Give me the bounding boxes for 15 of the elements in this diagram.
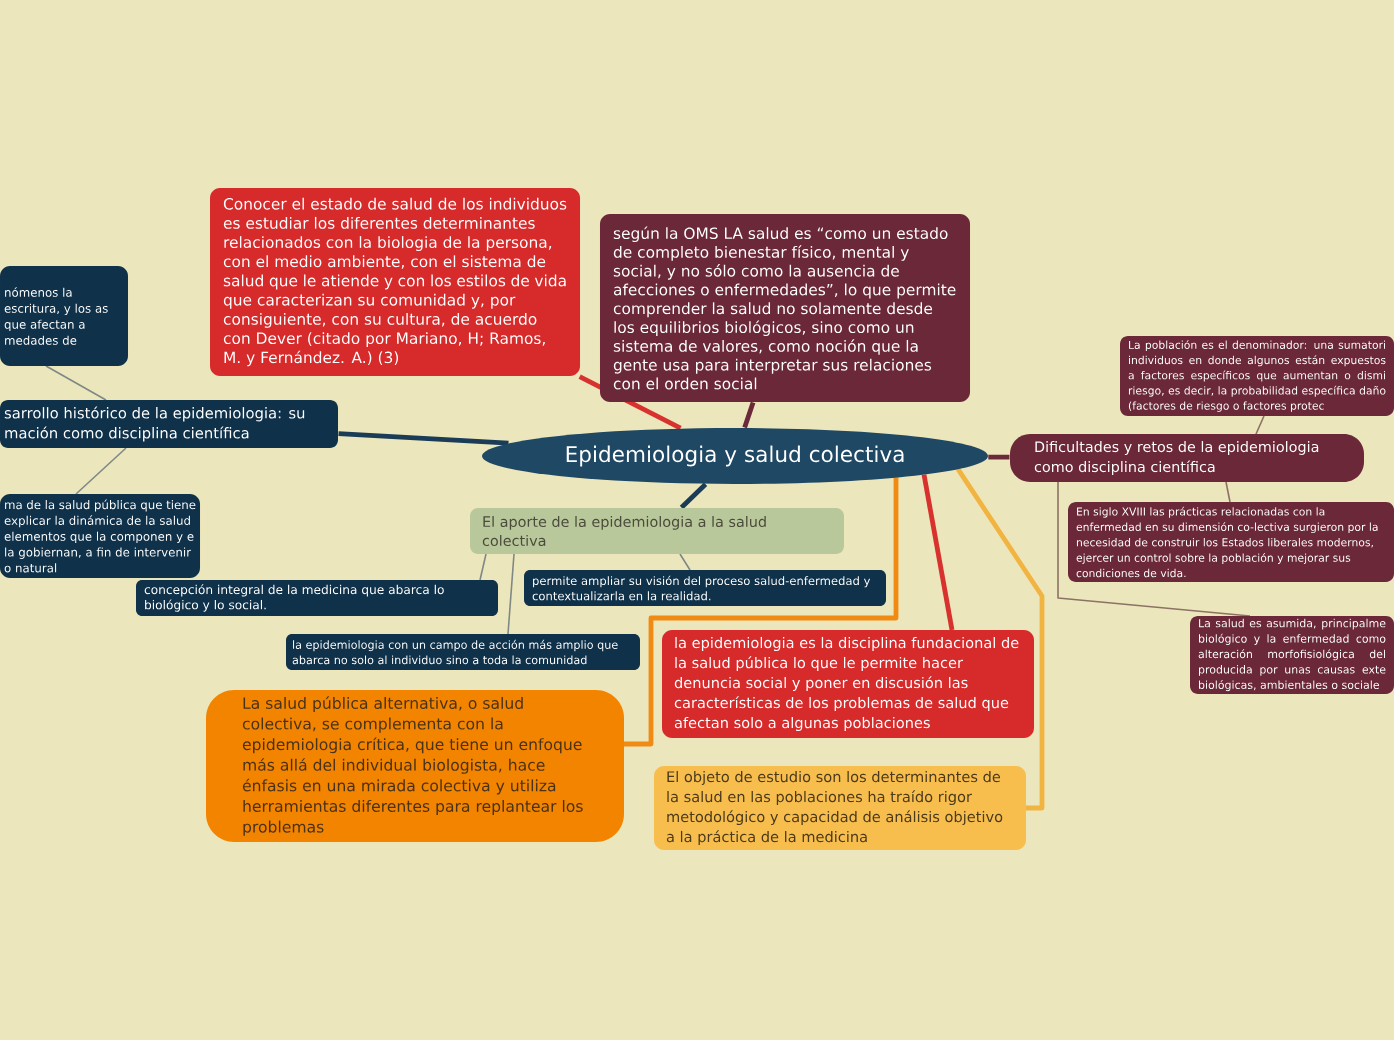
connector-line <box>1255 415 1265 435</box>
connector-line <box>956 467 1045 811</box>
connector-line <box>1057 481 1251 617</box>
connector-line <box>507 553 515 635</box>
connector-line <box>1225 481 1231 503</box>
connector-line <box>45 365 107 401</box>
connector-line <box>742 401 756 429</box>
connector-line <box>921 474 955 631</box>
connector-line <box>679 553 691 571</box>
connector-line <box>338 431 509 446</box>
connector-line <box>988 454 1010 460</box>
connector-line <box>679 482 708 510</box>
connector-line <box>624 477 899 747</box>
connector-line <box>479 553 487 581</box>
connector-line <box>75 447 127 495</box>
